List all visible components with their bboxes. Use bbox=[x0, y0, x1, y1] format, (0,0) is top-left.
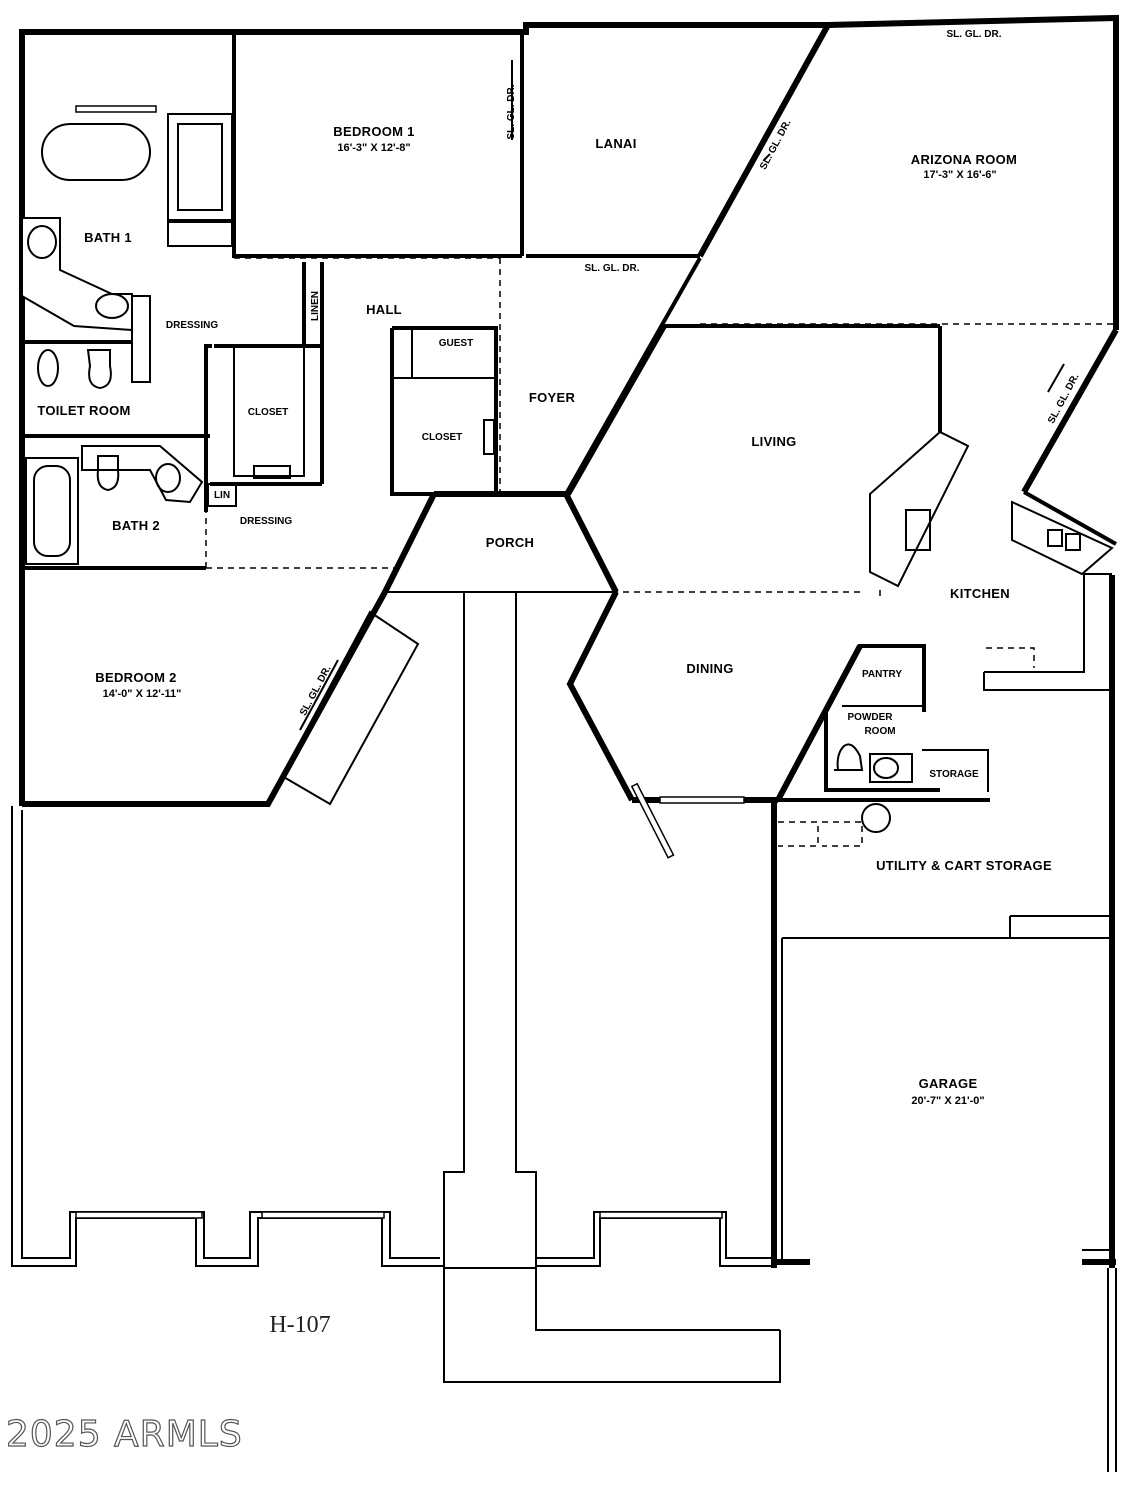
label-lin: LIN bbox=[214, 490, 230, 501]
exterior-walls bbox=[11, 14, 1119, 1472]
sliding-door-labels: SL. GL. DR. SL. GL. DR. SL. GL. DR. SL. … bbox=[298, 29, 1082, 718]
label-foyer: FOYER bbox=[529, 390, 576, 405]
label-guest: GUEST bbox=[439, 338, 473, 349]
label-garage: GARAGE bbox=[919, 1076, 978, 1091]
vanity-1 bbox=[21, 217, 133, 332]
dim-arizona-room: 17'-3" X 16'-6" bbox=[923, 169, 996, 181]
label-living: LIVING bbox=[751, 434, 796, 449]
label-powder-room: POWDER bbox=[848, 712, 894, 723]
dashed-lines bbox=[205, 257, 1116, 847]
windows bbox=[75, 60, 1065, 1219]
label-powder-room-2: ROOM bbox=[864, 726, 895, 737]
label-bedroom-2: BEDROOM 2 bbox=[95, 670, 176, 685]
sgd-label-bedroom-1: SL. GL. DR. bbox=[506, 84, 517, 139]
label-porch: PORCH bbox=[486, 535, 534, 550]
vanity-2 bbox=[81, 445, 204, 504]
label-bedroom-1: BEDROOM 1 bbox=[333, 124, 414, 139]
label-toilet-room: TOILET ROOM bbox=[37, 403, 130, 418]
label-dressing-1: DRESSING bbox=[166, 320, 218, 331]
label-pantry: PANTRY bbox=[862, 669, 902, 680]
dim-bedroom-1: 16'-3" X 12'-8" bbox=[337, 142, 410, 154]
label-closet-2: CLOSET bbox=[422, 432, 463, 443]
dim-bedroom-2: 14'-0" X 12'-11" bbox=[103, 688, 182, 700]
label-utility: UTILITY & CART STORAGE bbox=[876, 858, 1052, 873]
label-bath-1: BATH 1 bbox=[84, 230, 132, 245]
water-heater bbox=[861, 803, 891, 833]
label-linen: LINEN bbox=[310, 291, 321, 321]
dim-garage: 20'-7" X 21'-0" bbox=[911, 1095, 984, 1107]
label-lanai: LANAI bbox=[595, 136, 636, 151]
label-storage: STORAGE bbox=[929, 769, 979, 780]
bathtub-1 bbox=[41, 123, 151, 181]
plan-code: H-107 bbox=[269, 1312, 330, 1338]
copyright-watermark: 2025 ARMLS bbox=[6, 1414, 243, 1455]
label-arizona-room: ARIZONA ROOM bbox=[911, 152, 1017, 167]
label-bath-2: BATH 2 bbox=[112, 518, 160, 533]
fixtures bbox=[21, 113, 1114, 833]
label-closet-1: CLOSET bbox=[248, 407, 289, 418]
toilet-1 bbox=[37, 349, 59, 387]
sgd-label-arizona-top: SL. GL. DR. bbox=[947, 29, 1002, 40]
label-dining: DINING bbox=[686, 661, 733, 676]
label-kitchen: KITCHEN bbox=[950, 586, 1010, 601]
label-hall: HALL bbox=[366, 302, 402, 317]
bidet bbox=[86, 349, 112, 390]
powder-toilet bbox=[834, 743, 864, 771]
sgd-label-foyer: SL. GL. DR. bbox=[585, 263, 640, 274]
label-dressing-2: DRESSING bbox=[240, 516, 292, 527]
room-labels: BEDROOM 1 16'-3" X 12'-8" LANAI ARIZONA … bbox=[37, 124, 1052, 1107]
